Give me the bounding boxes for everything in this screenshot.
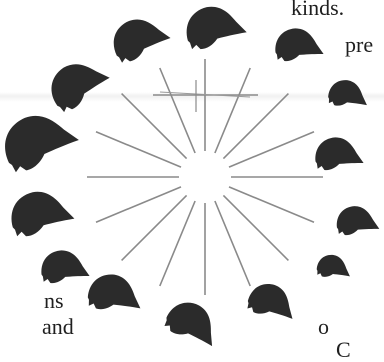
finch-beak-radial-illustration xyxy=(0,0,384,349)
spoke-line xyxy=(229,132,314,167)
finch-beak-silhouette xyxy=(45,54,116,114)
spoke-line xyxy=(223,94,288,159)
spoke-line xyxy=(215,68,250,153)
spoke-line xyxy=(122,195,187,260)
book-page: kinds. pre ns and o C xyxy=(0,0,384,349)
spoke-line xyxy=(160,68,195,153)
finch-beak-silhouette xyxy=(273,25,327,67)
finch-beak-silhouette xyxy=(39,247,93,289)
spoke-line xyxy=(96,187,181,222)
finch-beak-silhouette xyxy=(244,277,303,331)
finch-beak-silhouette xyxy=(187,7,247,49)
finch-beak-silhouette xyxy=(84,268,148,323)
beak-silhouettes xyxy=(0,7,382,349)
spoke-line xyxy=(122,94,187,159)
finch-beak-silhouette xyxy=(0,109,82,174)
finch-beak-silhouette xyxy=(335,203,383,240)
finch-beak-silhouette xyxy=(314,251,355,286)
spoke-line xyxy=(223,195,288,260)
finch-beak-silhouette xyxy=(110,14,173,64)
finch-beak-silhouette xyxy=(161,293,227,349)
finch-beak-silhouette xyxy=(325,75,372,115)
spoke-line xyxy=(215,201,250,286)
spoke-line xyxy=(229,187,314,222)
finch-beak-silhouette xyxy=(313,134,367,176)
spoke-line xyxy=(96,132,181,167)
spoke-line xyxy=(160,201,195,286)
finch-beak-silhouette xyxy=(11,192,74,236)
